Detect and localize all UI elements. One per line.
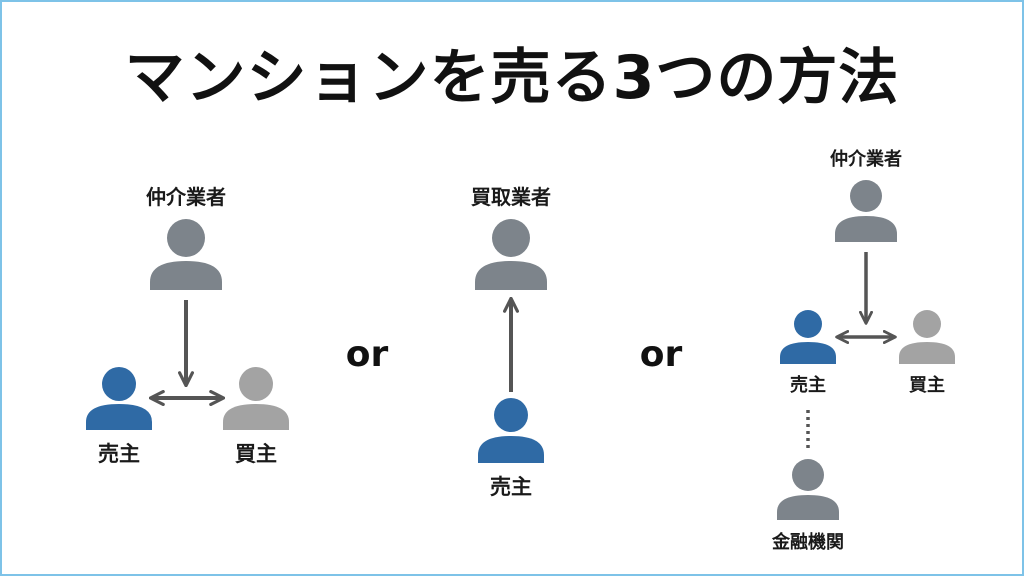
method3-buyer-icon	[899, 310, 955, 364]
method3-agent-icon	[835, 180, 897, 242]
method2-buyer-label: 買取業者	[471, 185, 551, 209]
method1-group: 仲介業者 売主 買主	[86, 185, 289, 466]
method3-bank-icon	[777, 459, 839, 520]
method3-seller-icon	[780, 310, 836, 364]
method1-agent-icon	[150, 219, 222, 290]
method3-group: 仲介業者 売主 買主 金融機関	[771, 148, 955, 553]
method3-bank-label: 金融機関	[771, 531, 844, 553]
or-separator-2: or	[640, 334, 683, 375]
page-title: マンションを売る3つの方法	[124, 43, 900, 113]
method1-buyer-label: 買主	[235, 442, 277, 466]
method2-buyer-icon	[475, 219, 547, 290]
method1-buyer-icon	[223, 367, 289, 430]
method2-seller-label: 売主	[490, 475, 532, 499]
method1-seller-icon	[86, 367, 152, 430]
method1-seller-label: 売主	[98, 442, 140, 466]
or-separator-1: or	[346, 334, 389, 375]
method2-seller-icon	[478, 398, 544, 463]
method3-seller-label: 売主	[790, 374, 826, 396]
method3-buyer-label: 買主	[909, 374, 945, 396]
method3-agent-label: 仲介業者	[830, 148, 902, 170]
method2-group: 買取業者 売主	[471, 185, 551, 499]
method1-agent-label: 仲介業者	[146, 185, 226, 209]
